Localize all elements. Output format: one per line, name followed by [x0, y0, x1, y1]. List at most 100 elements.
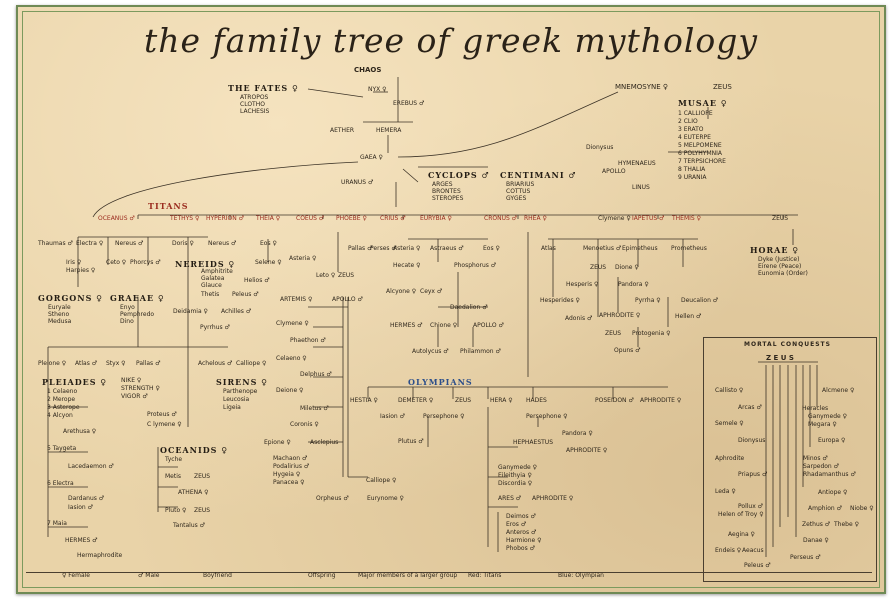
mortal-zeus: Z E U S	[766, 354, 794, 362]
nyx: NYX ♀	[368, 86, 387, 93]
olympian-10: Plutus ♂	[398, 438, 424, 445]
mortal-l-11: Aeacus	[742, 547, 764, 554]
iapetid-13: Hellen ♂	[675, 313, 702, 320]
oceanid-6: Tantalus ♂	[173, 522, 206, 529]
muse-5: 6 POLYHYMNIA	[678, 150, 722, 157]
iapetid-7: Dione ♀	[615, 264, 639, 271]
hora-2: Eirene (Peace)	[758, 263, 802, 270]
chaos: CHAOS	[354, 66, 382, 74]
apollo-kin-9: Machaon ♂	[273, 455, 308, 462]
nereid-6: Achilles ♂	[221, 308, 252, 315]
olympian-13: APHRODITE ♀	[566, 447, 608, 454]
mortal-l-8: Helen of Troy ♀	[718, 511, 764, 518]
oceanid-8: C lymene ♀	[147, 421, 182, 428]
pleiad-7: 6 Electra	[47, 480, 74, 487]
mid-member-5: Eos ♀	[483, 245, 500, 252]
legend-item-3: Offspring	[308, 572, 336, 579]
olympian-19: Deimos ♂	[506, 513, 536, 520]
legend-item-2: Boyfriend	[203, 572, 232, 579]
pleiad-5: 5 Taygeta	[47, 445, 77, 452]
olympian-20: Eros ♂	[506, 521, 527, 528]
nereid-5: Deidamia ♀	[173, 308, 208, 315]
muse-4: 5 MELPOMENE	[678, 142, 722, 149]
iapetid-16: Opuns ♂	[614, 347, 641, 354]
centimani-1: BRIARIUS	[506, 181, 535, 188]
mid-member-9: ZEUS	[338, 272, 355, 279]
titan-6: CRIUS ♂	[380, 215, 406, 222]
olympian-4: HADES	[526, 397, 547, 404]
gaea: GAEA ♀	[360, 154, 383, 161]
mid-member-11: APOLLO ♂	[332, 296, 363, 303]
titan-11: IAPETUS ♂	[632, 215, 665, 222]
nereid-1: Galatea	[201, 275, 225, 282]
mid-member-19: Philammon ♂	[460, 348, 501, 355]
mortal-l-9: Aegina ♀	[728, 531, 755, 538]
gorgon-2: Stheno	[48, 311, 70, 318]
muse-7: 8 THALIA	[678, 166, 706, 173]
cyclops-2: BRONTES	[432, 188, 461, 195]
cyclops-title: CYCLOPS ♂	[428, 170, 490, 180]
centimani-3: GYGES	[506, 195, 527, 202]
mid-member-17: APOLLO ♂	[473, 322, 504, 329]
erebus: EREBUS ♂	[393, 100, 425, 107]
musae-title: MUSAE ♀	[678, 98, 728, 108]
oceanid-4: Pluto ♀	[165, 507, 187, 514]
nereid-4: Peleus ♂	[232, 291, 259, 298]
sea-deity-8: Nereus ♂	[208, 240, 237, 247]
apollo-kin-4: Deione ♀	[276, 387, 304, 394]
mortal-l-5: Priapus ♂	[738, 471, 768, 478]
mortal-r-4: Europa ♀	[818, 437, 846, 444]
mortal-r-10: Niobe ♀	[850, 505, 874, 512]
centimani-title: CENTIMANI ♂	[500, 170, 577, 180]
nereid-2: Glauce	[201, 282, 222, 289]
pleione-member-6: VIGOR ♂	[121, 393, 148, 400]
poster: the family tree of greek mythology	[16, 5, 886, 594]
mortal-l-7: Pollux ♂	[738, 503, 764, 510]
pleione-member-1: Atlas ♂	[75, 360, 98, 367]
siren-1: Leucosia	[223, 396, 250, 403]
titan-9: RHEA ♀	[524, 215, 547, 222]
gorgons-title: GORGONS ♀	[38, 293, 103, 303]
olympian-12: HEPHAESTUS	[513, 439, 554, 446]
apollo-muses: APOLLO	[602, 168, 626, 175]
pleiad-3: 4 Alcyon	[47, 412, 73, 419]
titan-13: ZEUS	[772, 215, 789, 222]
iapetid-1: Menoetius ♂	[583, 245, 622, 252]
fates-title: THE FATES ♀	[228, 83, 299, 93]
sea-deity-10: Selene ♀	[255, 259, 282, 266]
mid-member-18: Autolycus ♂	[412, 348, 449, 355]
olympian-0: HESTIA ♀	[350, 397, 378, 404]
pleiad-6: Lacedaemon ♂	[68, 463, 114, 470]
mortal-l-3: Dionysus	[738, 437, 766, 444]
mid-member-1: Pallas ♂	[348, 245, 373, 252]
pleiad-8: Dardanus ♂	[68, 495, 105, 502]
mnemosyne: MNEMOSYNE ♀	[615, 83, 668, 91]
mortal-l-1: Arcas ♂	[738, 404, 762, 411]
apollo-kin-12: Panacea ♀	[273, 479, 305, 486]
mortal-title: MORTAL CONQUESTS	[744, 341, 831, 348]
mortal-r-8: Antiope ♀	[818, 489, 848, 496]
muse-8: 9 URANIA	[678, 174, 707, 181]
olympian-14: Ganymede ♀	[498, 464, 538, 471]
olympian-22: Harmione ♀	[506, 537, 542, 544]
iapetid-12: Deucalion ♂	[681, 297, 719, 304]
titan-2: HYPERION ♂	[206, 215, 245, 222]
iapetid-4: Hesperis ♀	[566, 281, 599, 288]
siren-2: Ligeia	[223, 404, 241, 411]
cyclops-1: ARGES	[432, 181, 453, 188]
pleiades-title: PLEIADES ♀	[42, 377, 108, 387]
mid-member-12: Alcyone ♀	[386, 288, 417, 295]
fate-2: CLOTHO	[240, 101, 265, 108]
olympian-5: POSEIDON ♂	[595, 397, 634, 404]
zeus-muses: ZEUS	[713, 83, 732, 91]
iapetid-0: Atlas	[541, 245, 556, 252]
apollo-kin-14: Orpheus ♂	[316, 495, 349, 502]
fate-1: ATROPOS	[240, 94, 269, 101]
sea-deity-9: Eos ♀	[260, 240, 277, 247]
olympian-2: ZEUS	[455, 397, 472, 404]
olympian-1: DEMETER ♀	[398, 397, 434, 404]
apollo-kin-13: Calliope ♀	[366, 477, 397, 484]
nereids-title: NEREIDS ♀	[175, 259, 236, 269]
sea-deity-0: Thaumas ♂	[38, 240, 73, 247]
legend-item-5: Red: Titans	[468, 572, 502, 579]
